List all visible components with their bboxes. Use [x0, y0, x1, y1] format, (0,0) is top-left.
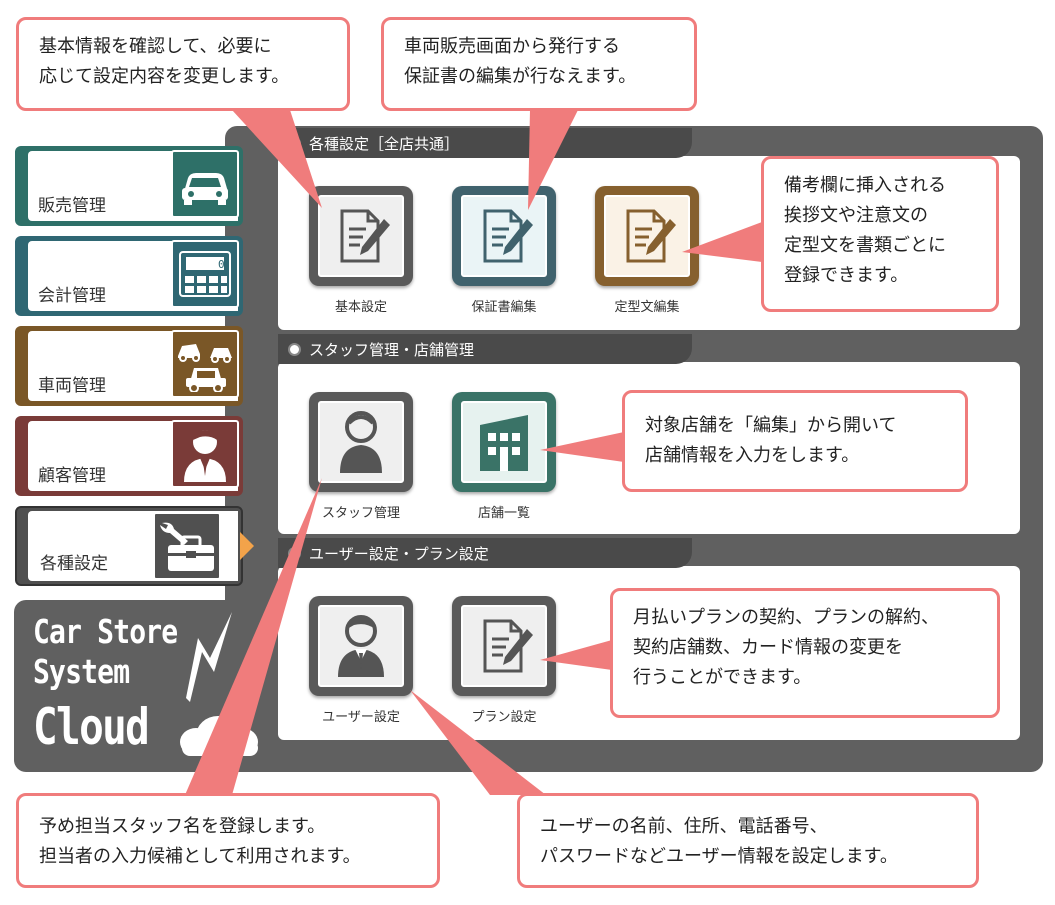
svg-text:0: 0 [218, 258, 225, 271]
sidebar-item-accounting[interactable]: 会計管理 0 [15, 236, 243, 316]
document-pen-icon [461, 605, 547, 687]
section-title: ユーザー設定・プラン設定 [309, 544, 489, 563]
sidebar-item-settings[interactable]: 各種設定 [15, 506, 254, 586]
warranty-edit-button[interactable] [452, 186, 556, 286]
tile-label-warranty: 保証書編集 [471, 300, 537, 315]
basic-settings-button[interactable] [309, 186, 413, 286]
document-pen-icon [604, 195, 690, 277]
callout-user: ユーザーの名前、住所、電話番号、 パスワードなどユーザー情報を設定します。 [517, 793, 979, 888]
callout-stores: 対象店舗を「編集」から開いて 店舗情報を入力をします。 [622, 390, 968, 492]
callout-staff: 予め担当スタッフ名を登録します。 担当者の入力候補として利用されます。 [16, 793, 440, 888]
brand-logo: Car Store System Cloud [33, 612, 178, 756]
tile-label-stores: 店舗一覧 [477, 506, 530, 521]
callout-basic-settings: 基本情報を確認して、必要に 応じて設定内容を変更します。 [16, 17, 350, 111]
sidebar-item-customers[interactable]: 顧客管理 [15, 416, 243, 496]
tile-label-basic: 基本設定 [334, 300, 387, 315]
document-pen-icon [318, 195, 404, 277]
sidebar-item-sales[interactable]: 販売管理 [15, 146, 243, 226]
sidebar-item-label: 各種設定 [40, 554, 108, 574]
calculator-icon: 0 [171, 240, 239, 308]
section-header-user: ユーザー設定・プラン設定 [278, 538, 692, 568]
building-icon [461, 401, 547, 483]
section-title: 各種設定［全店共通］ [309, 134, 460, 153]
tile-label-user: ユーザー設定 [322, 710, 400, 725]
tile-label-template: 定型文編集 [614, 300, 680, 315]
tile-label-staff: スタッフ管理 [321, 506, 400, 521]
sidebar-item-label: 会計管理 [38, 286, 106, 306]
person-icon [318, 401, 404, 483]
sidebar-item-label: 車両管理 [38, 376, 106, 396]
callout-warranty: 車両販売画面から発行する 保証書の編集が行なえます。 [381, 17, 697, 111]
section-bullet-icon [288, 342, 301, 356]
template-edit-button[interactable] [595, 186, 699, 286]
sidebar-item-label: 顧客管理 [38, 466, 106, 486]
tile-label-plan: プラン設定 [471, 710, 537, 725]
callout-plan: 月払いプランの契約、プランの解約、 契約店舗数、カード情報の変更を 行うことがで… [610, 588, 1000, 718]
toolbox-icon [153, 512, 221, 580]
user-settings-button[interactable] [309, 596, 413, 696]
section-title: スタッフ管理・店舗管理 [309, 340, 475, 359]
car-icon [171, 150, 239, 218]
sidebar-item-vehicles[interactable]: 車両管理 [15, 326, 243, 406]
staff-management-button[interactable] [309, 392, 413, 492]
section-header-staff: スタッフ管理・店舗管理 [278, 334, 692, 364]
callout-template: 備考欄に挿入される 挨拶文や注意文の 定型文を書類ごとに 登録できます。 [761, 156, 999, 312]
vehicles-icon [171, 330, 239, 398]
businessman-icon [318, 605, 404, 687]
active-arrow-icon [240, 532, 254, 560]
sidebar-item-label: 販売管理 [38, 196, 106, 216]
customer-icon [171, 420, 239, 488]
plan-settings-button[interactable] [452, 596, 556, 696]
document-pen-icon [461, 195, 547, 277]
store-list-button[interactable] [452, 392, 556, 492]
